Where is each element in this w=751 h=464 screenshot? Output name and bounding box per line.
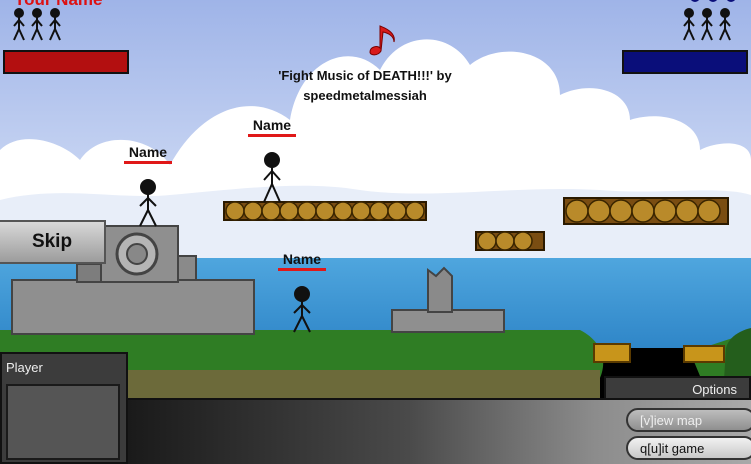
skip-button[interactable]: Skip: [0, 220, 106, 264]
music-note-icon: [369, 25, 395, 56]
stone-base: [391, 309, 505, 333]
life-icon: [701, 8, 713, 41]
life-icon: [31, 8, 43, 41]
fighter-left: [139, 179, 157, 227]
stone-block: [76, 263, 102, 283]
log-segment: [369, 201, 389, 221]
log-segment: [225, 201, 245, 221]
options-tab-label: Options: [692, 382, 737, 397]
player-portrait-box: [6, 384, 120, 460]
fighter-name-left: Name: [124, 144, 172, 164]
log-segment: [697, 199, 721, 223]
log-segment: [315, 201, 335, 221]
fighter-center: [263, 152, 281, 203]
player-name-clipped: Your Name: [14, 0, 103, 10]
broken-pillar: [427, 266, 453, 313]
log-segment: [631, 199, 655, 223]
gear-emblem-core: [126, 243, 148, 265]
wood-stump: [593, 343, 631, 363]
stone-wall: [11, 279, 255, 335]
music-artist: speedmetalmessiah: [303, 88, 427, 103]
log-segment: [565, 199, 589, 223]
health-fill-left: [5, 52, 127, 72]
log-segment: [495, 231, 515, 251]
player-panel: Player: [0, 352, 128, 464]
log-segment: [609, 199, 633, 223]
view-map-button[interactable]: [v]iew map: [626, 408, 751, 432]
log-segment: [513, 231, 533, 251]
grass-ground: [0, 330, 604, 382]
log-segment: [477, 231, 497, 251]
music-credit: 'Fight Music of DEATH!!!' by speedmetalm…: [230, 66, 500, 106]
player-tab-label: Player: [6, 360, 43, 375]
lives-right: [682, 8, 732, 42]
life-icon: [683, 8, 695, 41]
life-icon: [719, 8, 731, 41]
log-segment: [297, 201, 317, 221]
quit-game-button[interactable]: q[u]it game: [626, 436, 751, 460]
log-segment: [675, 199, 699, 223]
music-title: 'Fight Music of DEATH!!!' by: [278, 68, 452, 83]
stone-rubble: [177, 255, 197, 281]
health-bar-right: [622, 50, 748, 74]
wood-stump: [683, 345, 725, 363]
bush-right: [724, 328, 751, 380]
log-segment: [261, 201, 281, 221]
life-icon: [49, 8, 61, 41]
options-tab[interactable]: Options: [604, 376, 751, 400]
enemy-name-clipped: [690, 0, 736, 2]
lives-left: [12, 8, 62, 42]
log-segment: [653, 199, 677, 223]
life-icon: [13, 8, 25, 41]
log-segment: [333, 201, 353, 221]
health-fill-right: [624, 52, 746, 72]
log-segment: [279, 201, 299, 221]
health-bar-left: [3, 50, 129, 74]
log-segment: [351, 201, 371, 221]
fighter-name-bottom: Name: [278, 251, 326, 271]
dirt-ground: [0, 370, 600, 400]
fighter-bottom: [293, 286, 311, 333]
log-segment: [587, 199, 611, 223]
log-segment: [387, 201, 407, 221]
log-segment: [405, 201, 425, 221]
fighter-name-center: Name: [248, 117, 296, 137]
log-segment: [243, 201, 263, 221]
